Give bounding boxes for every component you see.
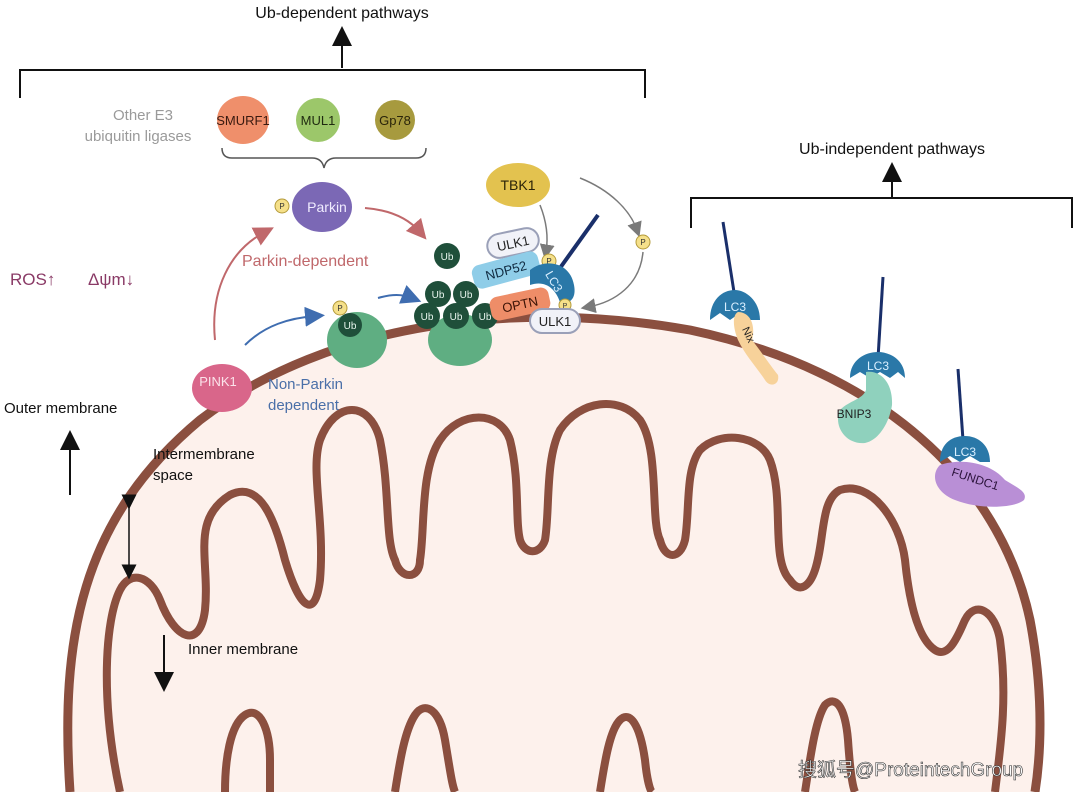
tbk1-protein xyxy=(486,163,550,207)
mul1-label: MUL1 xyxy=(301,113,336,128)
fundc1-protein xyxy=(935,461,1025,507)
non-parkin-label: Non-Parkin xyxy=(268,376,343,393)
ligase-brace xyxy=(221,147,427,169)
nix-receptor: LC3 Nix xyxy=(710,221,779,385)
parkin-activation-arrow xyxy=(213,227,274,341)
smurf1-protein xyxy=(217,96,269,144)
nix-protein xyxy=(733,312,779,385)
tbk1: TBK1 xyxy=(486,163,550,207)
tbk1-phosphorylation-arrow xyxy=(579,177,642,238)
ub-icon xyxy=(434,243,460,269)
optn-label: OPTN xyxy=(501,293,539,315)
phosphate-label: P xyxy=(279,202,284,211)
phosphate-label: P xyxy=(563,303,568,310)
pink1-protein xyxy=(192,364,252,412)
phosphate-label: P xyxy=(337,304,342,313)
watermark: 搜狐号@ProteintechGroup xyxy=(798,759,1023,781)
phosphate-icon xyxy=(332,300,348,316)
lc3-label: LC3 xyxy=(954,445,976,459)
ulk1-top xyxy=(486,227,540,259)
ub-label: Ub xyxy=(432,290,445,301)
e3-label: ubiquitin ligases xyxy=(85,128,192,145)
fundc1-receptor: LC3 FUNDC1 xyxy=(935,368,1025,507)
lc3-protein xyxy=(530,263,575,303)
ub-icon xyxy=(453,281,479,307)
ub-chain-cluster: Ub Ub Ub Ub Ub Ub xyxy=(414,243,498,366)
ub-dependent-title: Ub-dependent pathways xyxy=(255,5,428,22)
parkin-protein xyxy=(292,182,352,232)
ulk1-top-label: ULK1 xyxy=(496,233,531,254)
outer-membrane-label: Outer membrane xyxy=(4,400,117,417)
mul1-protein xyxy=(296,98,340,142)
parkin: Parkin P xyxy=(274,182,352,232)
ulk1-bottom xyxy=(529,308,581,334)
receptor-with-ub: Ub P xyxy=(327,300,387,368)
bracket xyxy=(690,197,1073,228)
bnip3-label: BNIP3 xyxy=(837,407,872,421)
smurf1-label: SMURF1 xyxy=(216,113,269,128)
bracket xyxy=(19,69,646,98)
intermembrane-label: space xyxy=(153,467,193,484)
inner-membrane-label: Inner membrane xyxy=(188,641,298,658)
e3-ligases: Other E3 ubiquitin ligases SMURF1 MUL1 G… xyxy=(85,96,427,169)
parkin-dependent-label: Parkin-dependent xyxy=(242,253,369,270)
ub-icon xyxy=(425,281,451,307)
phosphate-to-ulk1-arrow xyxy=(580,251,644,314)
non-parkin-arrow xyxy=(244,306,325,346)
intermembrane-label: Intermembrane xyxy=(153,446,255,463)
receptor-protein xyxy=(428,314,492,366)
ub-independent-header: Ub-independent pathways xyxy=(690,141,1073,228)
inner-membrane-bottom-fold-2 xyxy=(596,713,656,792)
inner-membrane-bottom-fold-1 xyxy=(391,704,459,792)
parkin-label: Parkin xyxy=(307,199,347,215)
lc3-protein xyxy=(940,436,990,462)
tbk1-label: TBK1 xyxy=(500,177,535,193)
parkin-ubiquitination-arrow xyxy=(364,207,427,240)
gp78-label: Gp78 xyxy=(379,113,411,128)
membrane-potential-label: Δψm↓ xyxy=(88,270,134,289)
phagophore-tether xyxy=(876,276,885,359)
ub-label: Ub xyxy=(450,312,463,323)
ub-icon xyxy=(414,303,440,329)
phosphate-label: P xyxy=(546,257,551,266)
lc3-label: LC3 xyxy=(724,300,746,314)
phosphate-icon xyxy=(274,198,290,214)
lc3-protein xyxy=(710,290,760,320)
ub-icon xyxy=(338,313,362,337)
ub-label: Ub xyxy=(460,290,473,301)
lc3-protein xyxy=(850,352,905,378)
ub-label: Ub xyxy=(421,312,434,323)
tbk1-to-ndp52-arrow xyxy=(539,204,555,260)
e3-label: Other E3 xyxy=(113,107,173,124)
non-parkin-arrow-2 xyxy=(377,285,422,304)
ros-label: ROS↑ xyxy=(10,270,55,289)
pink1: PINK1 xyxy=(192,364,252,412)
ub-label: Ub xyxy=(441,252,454,263)
ub-dependent-header: Ub-dependent pathways xyxy=(19,5,646,98)
pink1-label: PINK1 xyxy=(199,374,237,389)
bnip3-protein xyxy=(837,371,893,444)
phosphate-icon xyxy=(635,234,651,250)
mitochondrion xyxy=(63,312,1045,792)
inner-membrane-bottom-fold-3 xyxy=(801,697,859,792)
bnip3-receptor: LC3 BNIP3 xyxy=(837,276,905,444)
ulk1-bottom-label: ULK1 xyxy=(539,314,572,329)
outer-membrane xyxy=(63,312,1045,792)
ub-label: Ub xyxy=(344,321,357,332)
non-parkin-label: dependent xyxy=(268,397,340,414)
gp78-protein xyxy=(375,100,415,140)
phagophore-tether xyxy=(956,368,965,441)
lc3-label: LC3 xyxy=(867,359,889,373)
ub-icon xyxy=(443,303,469,329)
inner-membrane xyxy=(102,400,1008,792)
ub-label: Ub xyxy=(479,312,492,323)
ndp52-protein xyxy=(471,251,541,289)
ub-independent-title: Ub-independent pathways xyxy=(799,141,985,158)
receptor-complex: ULK1 NDP52 P LC3 OPTN P ULK1 xyxy=(471,213,600,334)
phagophore-tether xyxy=(721,221,736,293)
phagophore-tether xyxy=(553,213,600,277)
phosphate-label: P xyxy=(640,238,645,247)
inner-membrane-left-fold xyxy=(221,708,274,792)
